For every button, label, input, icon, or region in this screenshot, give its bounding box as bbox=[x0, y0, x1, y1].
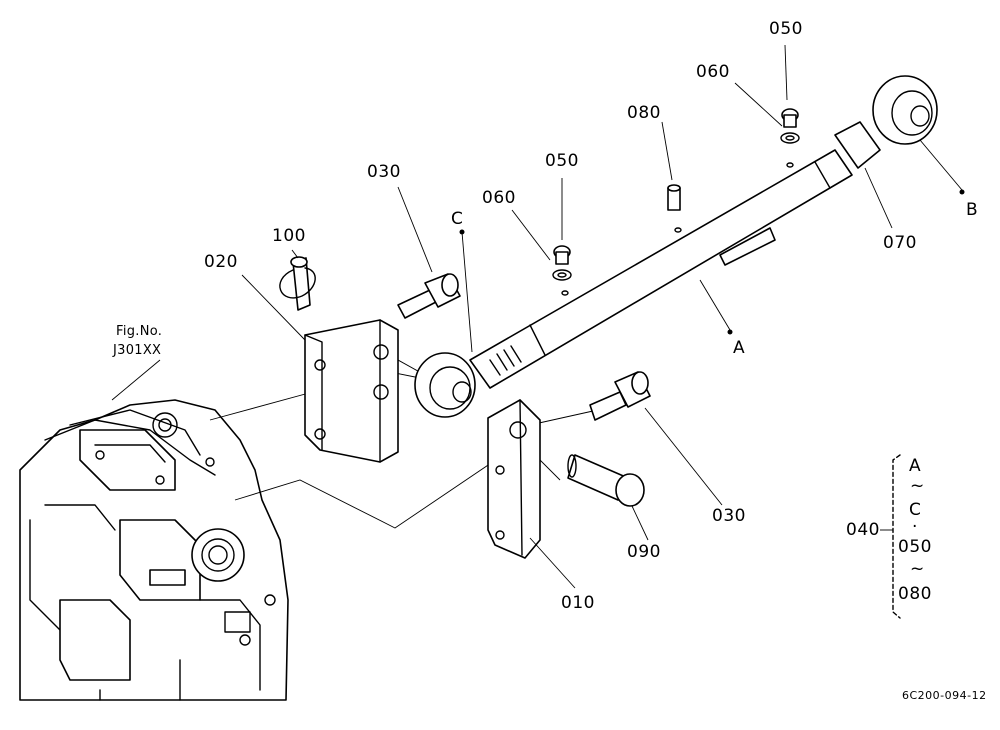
callout-080: 080 bbox=[627, 103, 661, 123]
drawing-id: 6C200-094-12 bbox=[902, 689, 987, 702]
assembly-line-7: 080 bbox=[898, 584, 932, 604]
callout-060-top: 060 bbox=[696, 62, 730, 82]
assembly-line-4: · bbox=[912, 517, 918, 537]
assembly-line-1: A bbox=[909, 456, 922, 476]
gearbox-housing bbox=[19, 399, 289, 701]
fittings bbox=[552, 108, 800, 281]
lynch-pin-100 bbox=[279, 256, 316, 311]
callout-lines bbox=[111, 44, 965, 589]
callout-010: 010 bbox=[561, 593, 595, 613]
assembly-line-5: 050 bbox=[898, 537, 932, 557]
plate-010 bbox=[487, 399, 541, 559]
bolt-030-lower bbox=[589, 371, 651, 421]
bracket-020 bbox=[304, 319, 399, 463]
assembly-label-040: 040 bbox=[846, 520, 880, 540]
ref-B: B bbox=[966, 200, 979, 220]
pin-090 bbox=[567, 454, 645, 507]
assembly-line-3: C bbox=[909, 500, 922, 520]
assembly-bracket-040 bbox=[880, 454, 901, 619]
assembly-leader-lines bbox=[209, 349, 621, 529]
assembly-line-2: ~ bbox=[910, 476, 925, 496]
callout-050-top: 050 bbox=[769, 19, 803, 39]
fig-no-label: Fig.No. bbox=[116, 324, 163, 339]
ref-C: C bbox=[451, 209, 464, 229]
assembly-line-6: ~ bbox=[910, 559, 925, 579]
callout-050-mid: 050 bbox=[545, 151, 579, 171]
callout-100: 100 bbox=[272, 226, 306, 246]
callout-070: 070 bbox=[883, 233, 917, 253]
bolt-030-upper bbox=[397, 273, 461, 319]
callout-030-lower: 030 bbox=[712, 506, 746, 526]
callout-020: 020 bbox=[204, 252, 238, 272]
fig-no-value: J301XX bbox=[113, 343, 162, 358]
callout-060-mid: 060 bbox=[482, 188, 516, 208]
ref-A: A bbox=[733, 338, 746, 358]
top-link-rod bbox=[414, 75, 938, 418]
callout-090: 090 bbox=[627, 542, 661, 562]
callout-030-upper: 030 bbox=[367, 162, 401, 182]
